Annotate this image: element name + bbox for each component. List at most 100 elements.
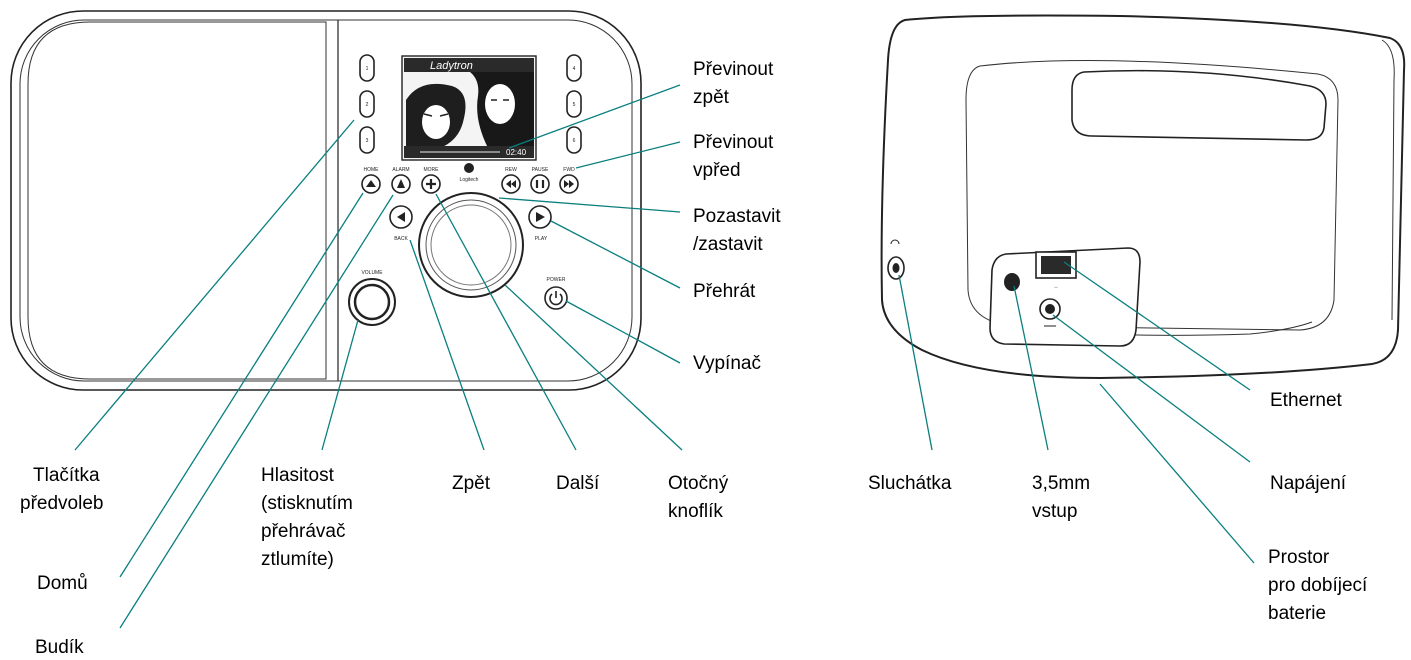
label-back: Zpět	[452, 473, 491, 494]
preset-buttons-right: 4 5 6	[566, 54, 582, 154]
rewind-icon	[506, 180, 516, 188]
label-ethernet: Ethernet	[1270, 390, 1343, 411]
leader-forward	[575, 141, 681, 169]
preset-button-3[interactable]	[359, 126, 375, 154]
leader-pause	[498, 197, 681, 213]
power-icon	[549, 291, 563, 306]
pause-button[interactable]	[530, 174, 550, 194]
album-art-image	[406, 72, 534, 148]
label-power-in: Napájení	[1270, 473, 1347, 494]
home-marking: HOME	[364, 167, 380, 173]
screen-album-text: Ladytron	[430, 60, 473, 72]
fwd-marking: FWD	[563, 167, 575, 173]
leader-power	[565, 300, 681, 364]
label-rewind: Převinout zpět	[693, 59, 779, 108]
leader-aux	[1013, 285, 1049, 451]
brand-text: Logitech	[460, 177, 479, 183]
label-knob: Otočný knoflík	[668, 473, 733, 522]
pause-marking: PAUSE	[532, 167, 549, 173]
preset-4-label: 4	[573, 66, 576, 72]
preset-5-label: 5	[573, 102, 576, 108]
label-aux-in: 3,5mm vstup	[1032, 473, 1095, 522]
pause-icon	[535, 180, 545, 188]
preset-button-1[interactable]	[359, 54, 375, 82]
preset-3-label: 3	[366, 138, 369, 144]
rew-marking: REW	[505, 167, 517, 173]
rewind-button[interactable]	[501, 174, 521, 194]
plus-icon	[426, 179, 436, 189]
back-marking: BACK	[394, 236, 408, 242]
rear-view: ↔	[880, 14, 1406, 380]
preset-button-2[interactable]	[359, 90, 375, 118]
alarm-marking: ALARM	[392, 167, 409, 173]
home-button[interactable]	[361, 174, 381, 194]
more-marking: MORE	[424, 167, 440, 173]
label-battery: Prostor pro dobíjecí baterie	[1268, 547, 1373, 624]
leader-headphones	[898, 274, 933, 451]
volume-marking: VOLUME	[361, 270, 383, 276]
power-in-port[interactable]	[1039, 298, 1061, 327]
aux-in-port[interactable]	[1004, 273, 1020, 291]
leader-next	[435, 193, 577, 451]
screen: Ladytron 02:40	[401, 55, 537, 161]
label-power: Vypínač	[693, 353, 761, 374]
network-icon: ↔	[1054, 284, 1059, 290]
label-next: Další	[556, 473, 600, 494]
front-body-outer	[10, 10, 642, 391]
preset-button-5[interactable]	[566, 90, 582, 118]
leader-knob	[504, 284, 683, 451]
carry-handle	[1071, 69, 1327, 141]
alarm-button[interactable]	[391, 174, 411, 194]
forward-icon	[564, 180, 574, 188]
label-forward: Převinout vpřed	[693, 132, 779, 181]
rear-panel-recess	[965, 60, 1339, 331]
label-pause: Pozastavit /zastavit	[693, 206, 786, 255]
leader-power-in	[1052, 314, 1251, 463]
back-arrow-icon	[397, 212, 405, 222]
rear-body-back-edge	[1381, 39, 1395, 321]
volume-knob[interactable]	[348, 278, 396, 326]
connector-panel	[989, 247, 1141, 347]
home-icon	[366, 180, 376, 187]
play-icon	[536, 212, 545, 222]
logitech-logo: Logitech	[460, 163, 479, 183]
rotary-knob[interactable]	[418, 192, 524, 298]
power-button[interactable]	[544, 286, 568, 310]
preset-buttons-left: 1 2 3	[359, 54, 375, 154]
screen-title-bar	[404, 58, 534, 72]
preset-6-label: 6	[573, 138, 576, 144]
back-button[interactable]	[389, 205, 413, 229]
leader-back	[409, 239, 485, 451]
leader-rewind	[508, 84, 681, 149]
callout-labels: Převinout zpět Převinout vpřed Pozastavi…	[20, 59, 1373, 658]
headphone-jack[interactable]	[887, 239, 905, 280]
leader-presets	[74, 119, 355, 451]
leader-play	[550, 220, 681, 289]
play-button[interactable]	[528, 205, 552, 229]
label-home: Domů	[37, 573, 88, 594]
label-alarm: Budík	[35, 637, 84, 658]
screen-time-text: 02:40	[506, 148, 527, 157]
play-marking: PLAY	[535, 236, 548, 242]
leader-ethernet	[1063, 261, 1251, 391]
preset-2-label: 2	[366, 102, 369, 108]
speaker-panel	[27, 21, 327, 380]
label-play: Přehrát	[693, 281, 756, 302]
bell-icon	[397, 179, 405, 188]
front-body-inner	[19, 19, 633, 382]
label-headphones: Sluchátka	[868, 473, 952, 494]
preset-button-6[interactable]	[566, 126, 582, 154]
headphones-icon	[890, 239, 900, 245]
power-marking: POWER	[547, 277, 566, 283]
label-presets: Tlačítka předvoleb	[20, 465, 105, 514]
leader-alarm	[119, 194, 394, 629]
leader-volume	[321, 319, 359, 451]
forward-button[interactable]	[559, 174, 579, 194]
preset-1-label: 1	[366, 66, 369, 72]
leader-battery	[1099, 383, 1255, 564]
leader-lines	[74, 84, 1255, 629]
preset-button-4[interactable]	[566, 54, 582, 82]
front-view: 1 2 3 4 5 6 Ladytron	[10, 10, 642, 391]
more-button[interactable]	[421, 174, 441, 194]
